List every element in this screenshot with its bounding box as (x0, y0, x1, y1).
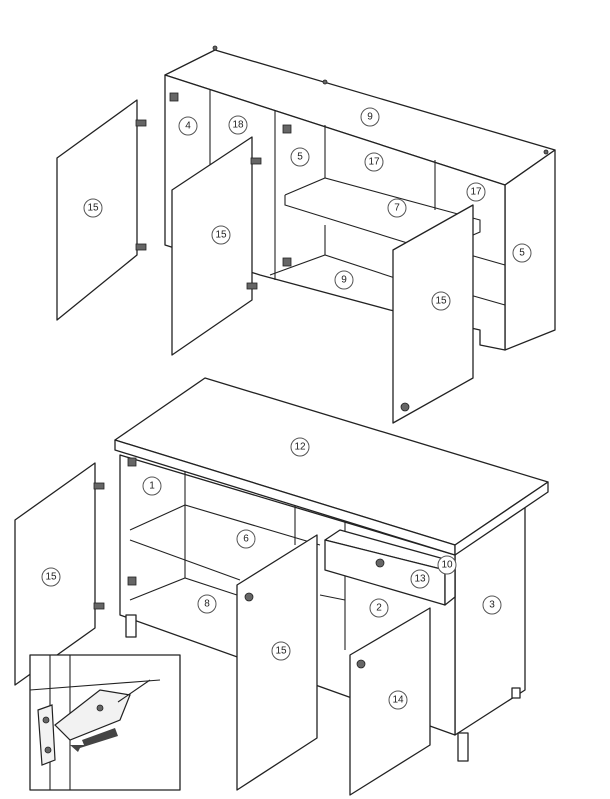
part-label: 15 (211, 225, 231, 245)
svg-text:2: 2 (376, 603, 382, 614)
part-label: 7 (387, 198, 407, 218)
part-label: 10 (437, 555, 457, 575)
part-label: 9 (334, 270, 354, 290)
svg-text:6: 6 (243, 534, 249, 545)
svg-text:17: 17 (470, 187, 482, 198)
part-label: 15 (83, 198, 103, 218)
svg-text:9: 9 (341, 275, 347, 286)
svg-text:15: 15 (87, 203, 99, 214)
svg-text:17: 17 (368, 157, 380, 168)
arrow-icon (70, 728, 118, 752)
svg-text:1: 1 (149, 481, 155, 492)
svg-text:9: 9 (367, 112, 373, 123)
part-label: 17 (466, 182, 486, 202)
svg-text:15: 15 (435, 296, 447, 307)
part-label: 1 (142, 476, 162, 496)
svg-text:12: 12 (294, 442, 306, 453)
part-label: 14 (388, 690, 408, 710)
part-label: 13 (410, 569, 430, 589)
bottom-part-labels: 12 1 6 8 15 15 2 13 10 3 14 (41, 437, 502, 710)
svg-text:7: 7 (394, 203, 400, 214)
svg-text:14: 14 (392, 695, 404, 706)
part-label: 4 (178, 116, 198, 136)
svg-text:15: 15 (215, 230, 227, 241)
part-label: 5 (290, 147, 310, 167)
svg-text:8: 8 (204, 599, 210, 610)
svg-text:5: 5 (519, 248, 525, 259)
svg-text:15: 15 (275, 646, 287, 657)
part-label: 15 (271, 641, 291, 661)
svg-text:13: 13 (414, 574, 426, 585)
part-label: 12 (290, 437, 310, 457)
top-part-labels: 15 4 18 5 9 17 17 7 15 9 5 15 (83, 107, 532, 311)
svg-text:15: 15 (45, 572, 57, 583)
part-label: 5 (512, 243, 532, 263)
part-label: 17 (364, 152, 384, 172)
svg-text:18: 18 (232, 120, 244, 131)
part-label: 18 (228, 115, 248, 135)
part-label: 15 (41, 567, 61, 587)
top-cabinet (56, 45, 556, 424)
part-label: 6 (236, 529, 256, 549)
svg-text:10: 10 (441, 560, 453, 571)
part-label: 9 (360, 107, 380, 127)
part-label: 8 (197, 594, 217, 614)
part-label: 3 (482, 595, 502, 615)
bottom-cabinet (14, 377, 549, 796)
part-label: 15 (431, 291, 451, 311)
hinge-detail-inset (29, 654, 181, 791)
svg-text:5: 5 (297, 152, 303, 163)
part-label: 2 (369, 598, 389, 618)
svg-text:4: 4 (185, 121, 191, 132)
svg-text:3: 3 (489, 600, 495, 611)
